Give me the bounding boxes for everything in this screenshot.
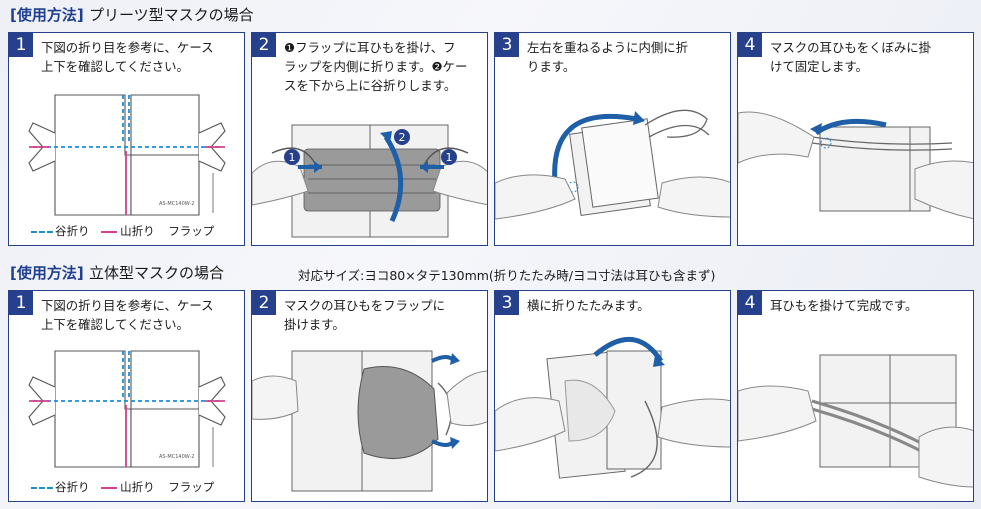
step-number: 1 [9, 33, 33, 57]
product-code: AS-MC140W-2 [159, 201, 195, 207]
section-title-pleated: [使用方法] プリーツ型マスクの場合 [10, 4, 254, 25]
fold-case-inward-illustration [495, 109, 730, 220]
step-number: 3 [495, 33, 519, 57]
mountain-fold-swatch [101, 230, 118, 233]
valley-fold-swatch [31, 230, 53, 233]
step-number: 2 [252, 33, 276, 57]
svg-text:1: 1 [289, 151, 296, 164]
step-text: 下図の折り目を参考に、ケース 上下を確認してください。 [41, 40, 214, 74]
step-text: 横に折りたたみます。 [527, 298, 650, 313]
marker-1-right [441, 149, 457, 165]
panel-pleated-step-1: 1 下図の折り目を参考に、ケース 上下を確認してください。 AS-MC140W-… [8, 32, 245, 246]
pleated-mask-in-case-illustration: 1 1 2 [252, 124, 487, 238]
step-number: 1 [9, 291, 33, 315]
panel-pleated-step-2: 2 ❶フラップに耳ひもを掛け、フ ラップを内側に折ります。❷ケー スを下から上に… [251, 32, 488, 246]
section-title-main: プリーツ型マスクの場合 [88, 6, 254, 24]
section-title-bracket: [使用方法] [10, 264, 84, 282]
panel-pleated-step-3: 3 左右を重ねるように内側に折 ります。 [494, 32, 731, 246]
step-text: マスクの耳ひもをフラップに 掛けます。 [284, 298, 446, 332]
step-number: 4 [738, 33, 762, 57]
hook-ear-loop-illustration [738, 111, 973, 220]
valley-fold-swatch [31, 486, 53, 489]
product-code: AS-MC140W-2 [159, 454, 195, 460]
step-text: マスクの耳ひもをくぼみに掛 けて固定します。 [770, 40, 932, 74]
marker-2 [394, 129, 410, 145]
fold-sideways-illustration [495, 337, 730, 479]
panel-3d-step-4: 4 耳ひもを掛けて完成です。 [737, 290, 974, 502]
step-text: 下図の折り目を参考に、ケース 上下を確認してください。 [41, 298, 214, 332]
step-number: 3 [495, 291, 519, 315]
marker-1-left [284, 149, 300, 165]
step-number: 4 [738, 291, 762, 315]
finished-case-illustration [738, 354, 973, 488]
size-note: 対応サイズ:ヨコ80×タテ130mm(折りたたみ時/ヨコ寸法は耳ひも含まず) [298, 268, 716, 283]
fold-legend: 谷折り 山折り フラップ [31, 223, 214, 239]
section-title-3d: [使用方法] 立体型マスクの場合 [10, 262, 224, 283]
svg-text:2: 2 [399, 131, 406, 144]
panel-pleated-step-4: 4 マスクの耳ひもをくぼみに掛 けて固定します。 [737, 32, 974, 246]
panel-3d-step-3: 3 横に折りたたみます。 [494, 290, 731, 502]
panel-3d-step-2: 2 マスクの耳ひもをフラップに 掛けます。 [251, 290, 488, 502]
panel-3d-step-1: 1 下図の折り目を参考に、ケース 上下を確認してください。 AS-MC140W-… [8, 290, 245, 502]
case-fold-diagram [28, 350, 226, 468]
step-number: 2 [252, 291, 276, 315]
step-text: 左右を重ねるように内側に折 ります。 [527, 40, 689, 74]
svg-text:1: 1 [446, 151, 453, 164]
3d-mask-in-case-illustration [252, 350, 487, 492]
step-text: ❶フラップに耳ひもを掛け、フ ラップを内側に折ります。❷ケー スを下から上に谷折… [284, 40, 468, 93]
section-title-main: 立体型マスクの場合 [88, 264, 224, 282]
fold-legend: 谷折り 山折り フラップ [31, 479, 214, 495]
case-fold-diagram [28, 94, 226, 216]
section-title-bracket: [使用方法] [10, 6, 84, 24]
mountain-fold-swatch [101, 486, 118, 489]
step-text: 耳ひもを掛けて完成です。 [770, 298, 918, 313]
